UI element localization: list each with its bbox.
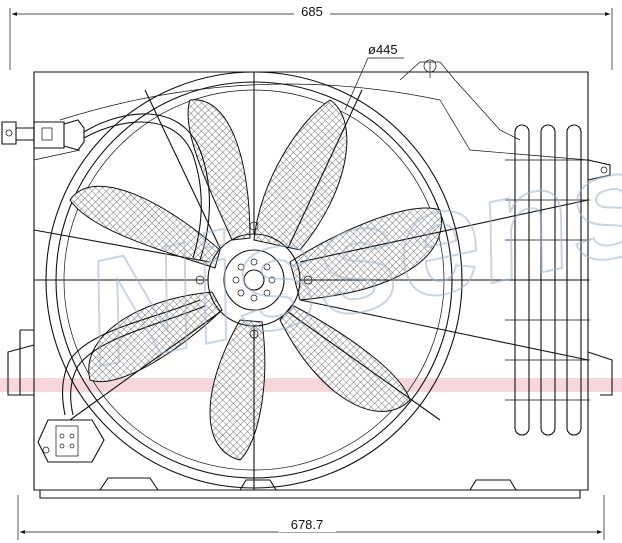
bottom-dimension: 678.7	[17, 495, 605, 540]
left-connector	[1, 113, 211, 261]
diameter-callout: ø445	[344, 42, 404, 111]
shroud-frame	[7, 59, 613, 499]
fan-diameter-label: ø445	[368, 42, 398, 57]
fan-blade	[289, 207, 442, 301]
fan-blade	[253, 99, 348, 251]
watermark-stripe	[0, 378, 622, 392]
overall-width-label: 685	[301, 4, 323, 19]
support-struts	[33, 72, 589, 490]
fan-blade	[88, 291, 223, 382]
bottom-connector	[37, 299, 206, 463]
condenser-tubes	[505, 124, 611, 436]
fan-blade	[209, 319, 266, 461]
fan-blade	[279, 304, 411, 412]
bottom-width-label: 678.7	[291, 517, 324, 532]
top-dimension: 685	[9, 3, 613, 70]
fan-blade	[69, 185, 221, 269]
fan-blades	[69, 99, 442, 461]
